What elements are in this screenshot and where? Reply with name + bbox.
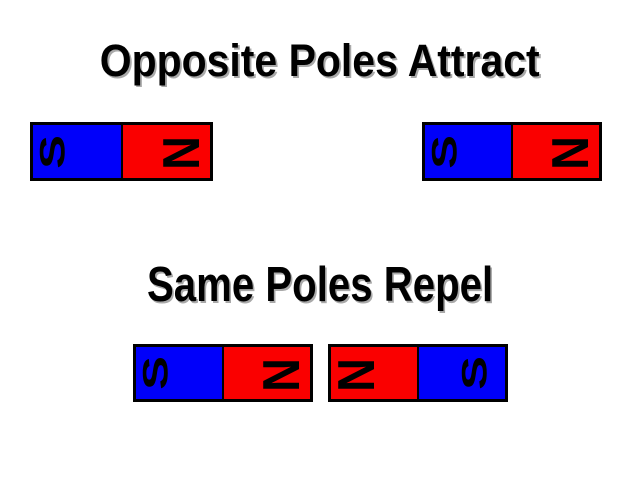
north-pole-segment xyxy=(224,347,310,399)
north-pole-segment xyxy=(122,125,210,178)
attract-title: Opposite Poles Attract xyxy=(0,38,640,83)
north-pole-segment xyxy=(331,347,419,399)
magnet-repel-right: N S xyxy=(328,344,508,402)
south-pole-segment xyxy=(136,347,224,399)
north-pole-label: N xyxy=(542,136,601,170)
south-pole-segment xyxy=(33,125,123,178)
south-pole-label: S xyxy=(455,356,495,390)
south-pole-segment xyxy=(419,347,505,399)
south-pole-label: S xyxy=(136,356,176,390)
north-pole-segment xyxy=(513,125,599,178)
attract-title-text: Opposite Poles Attract xyxy=(100,35,540,86)
repel-title-text: Same Poles Repel xyxy=(146,258,494,312)
repel-title: Same Poles Repel xyxy=(0,261,640,310)
south-pole-segment xyxy=(425,125,513,178)
north-pole-label: N xyxy=(328,357,387,392)
magnet-attract-right: S N xyxy=(422,122,602,181)
magnet-attract-left: S N xyxy=(30,122,213,181)
south-pole-label: S xyxy=(425,134,465,169)
magnet-repel-left: S N xyxy=(133,344,313,402)
south-pole-label: S xyxy=(33,134,73,169)
north-pole-label: N xyxy=(253,357,312,392)
north-pole-label: N xyxy=(152,136,211,170)
